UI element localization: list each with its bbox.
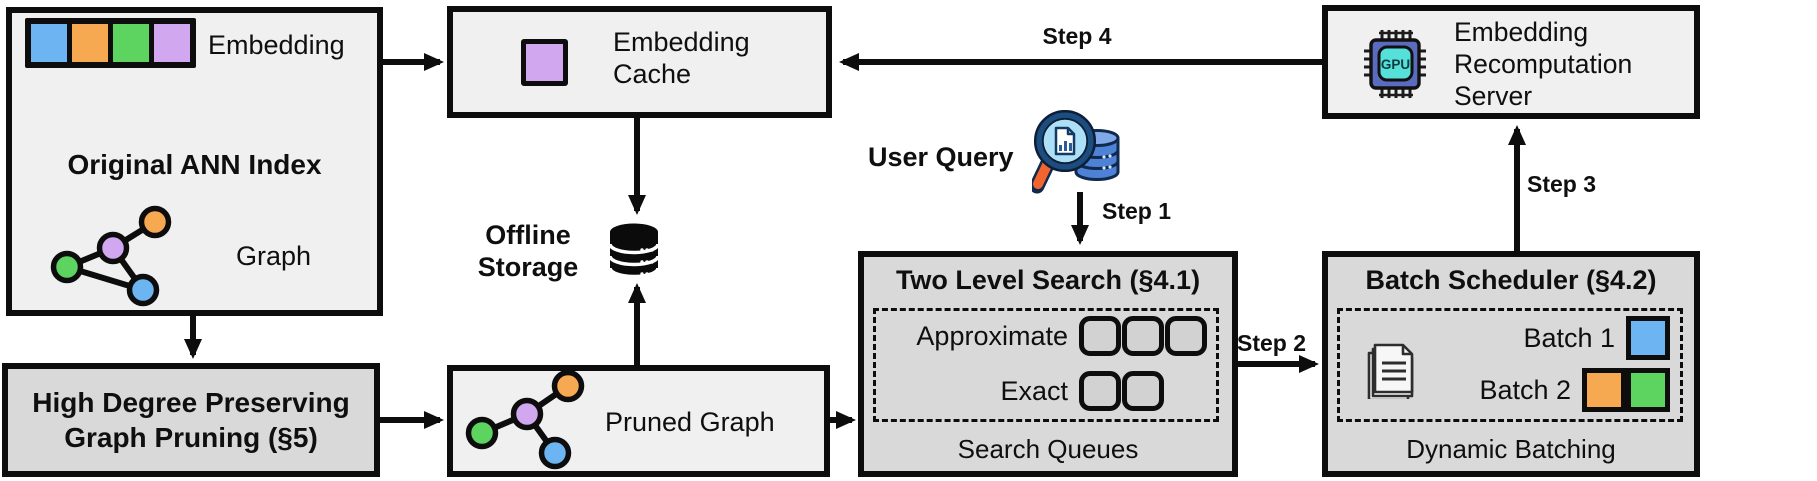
purple-cell [521, 39, 568, 86]
database-icon [608, 223, 660, 278]
batch1-label: Batch 1 [1523, 322, 1615, 353]
query-search-icon [1032, 110, 1120, 194]
offline-storage-label: Offline Storage [462, 219, 594, 283]
purple-cell [154, 24, 190, 62]
orange-cell [1582, 368, 1626, 412]
step4-label: Step 4 [1042, 23, 1112, 49]
queue-slot [1079, 316, 1121, 356]
search-queues-panel: Approximate Exact [873, 308, 1219, 422]
queue-slot [1122, 316, 1164, 356]
graph-pruning-box: High Degree Preserving Graph Pruning (§5… [2, 363, 380, 477]
embedding-strip [25, 18, 196, 68]
batch2-label: Batch 2 [1479, 374, 1571, 405]
offline-storage-line1: Offline [485, 220, 571, 250]
embedding-cache-label-line1: Embedding [613, 27, 750, 57]
two-level-search-box: Two Level Search (§4.1) Approximate Exac… [858, 251, 1238, 477]
batch-scheduler-title: Batch Scheduler (§4.2) [1365, 265, 1657, 295]
dynamic-batching-label: Dynamic Batching [1406, 434, 1616, 464]
graph-icon [50, 205, 172, 307]
dynamic-batching-panel: Batch 1 Batch 2 [1337, 308, 1683, 422]
gpu-icon: GPU [1364, 30, 1426, 98]
server-label-line1: Embedding [1454, 17, 1589, 47]
batch1-cells [1626, 316, 1670, 360]
step1-label: Step 1 [1102, 198, 1172, 224]
pruned-graph-icon [465, 371, 585, 470]
graph-pruning-title-line2: Graph Pruning (§5) [64, 422, 318, 453]
original-ann-index-box: Embedding Original ANN Index Graph [6, 7, 383, 316]
embedding-label: Embedding [208, 30, 345, 60]
gpu-label: GPU [1381, 57, 1410, 72]
ann-index-title: Original ANN Index [67, 149, 322, 180]
graph-pruning-title-line1: High Degree Preserving [32, 387, 350, 418]
queue-slot [1165, 316, 1207, 356]
queue-slot [1122, 371, 1164, 411]
search-queues-label: Search Queues [957, 434, 1139, 464]
documents-icon [1367, 343, 1414, 399]
embedding-cache-box: Embedding Cache [447, 6, 832, 118]
server-label-line2: Recomputation [1454, 49, 1633, 79]
approximate-queue-slots [1079, 316, 1207, 356]
offline-storage-line2: Storage [477, 252, 579, 282]
embedding-cache-label-line2: Cache [613, 59, 692, 89]
exact-label: Exact [1000, 375, 1068, 406]
exact-queue-slots [1079, 371, 1164, 411]
batch2-cells [1582, 368, 1670, 412]
queue-slot [1079, 371, 1121, 411]
user-query-label: User Query [868, 142, 1014, 172]
pruned-graph-box: Pruned Graph [447, 365, 830, 477]
pruned-graph-label: Pruned Graph [605, 407, 775, 437]
orange-cell [72, 24, 108, 62]
recomputation-server-box: GPU Embedding Recomputation Server [1322, 5, 1700, 119]
approximate-label: Approximate [916, 320, 1068, 351]
step2-label: Step 2 [1237, 330, 1307, 356]
graph-label: Graph [236, 241, 312, 271]
two-level-search-title: Two Level Search (§4.1) [895, 265, 1201, 295]
cached-embedding-cell [521, 39, 568, 86]
step3-label: Step 3 [1527, 171, 1597, 197]
green-cell [1626, 368, 1670, 412]
batch-scheduler-box: Batch Scheduler (§4.2) Batch 1 [1322, 251, 1700, 477]
blue-cell [31, 24, 67, 62]
green-cell [113, 24, 149, 62]
server-label-line3: Server [1454, 81, 1533, 111]
blue-cell [1626, 316, 1670, 360]
